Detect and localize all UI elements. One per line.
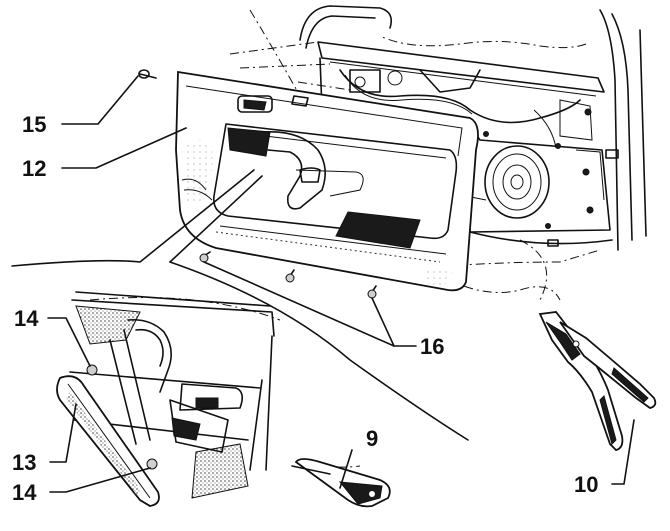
callout-10: 10: [574, 472, 598, 497]
clip-pliers-10: [538, 311, 657, 451]
callout-13: 13: [12, 450, 36, 475]
screw-16a: [199, 251, 211, 263]
callout-9: 9: [366, 426, 378, 451]
callout-12: 12: [22, 156, 46, 181]
callout-15: 15: [22, 112, 46, 137]
grab-handle-cover: [56, 375, 160, 507]
leader-lines: [47, 75, 635, 493]
door-trim-panel: [175, 70, 479, 292]
screw-16c: [367, 285, 377, 299]
screw-16b: [285, 269, 295, 283]
callout-14-lower: 14: [12, 480, 37, 505]
door-inner-frame: [299, 5, 647, 251]
detail-view: [11, 169, 469, 499]
callout-14-upper: 14: [14, 306, 39, 331]
screw-15: [138, 69, 157, 79]
callout-16: 16: [420, 334, 444, 359]
wedge-tool-9: [294, 458, 391, 508]
